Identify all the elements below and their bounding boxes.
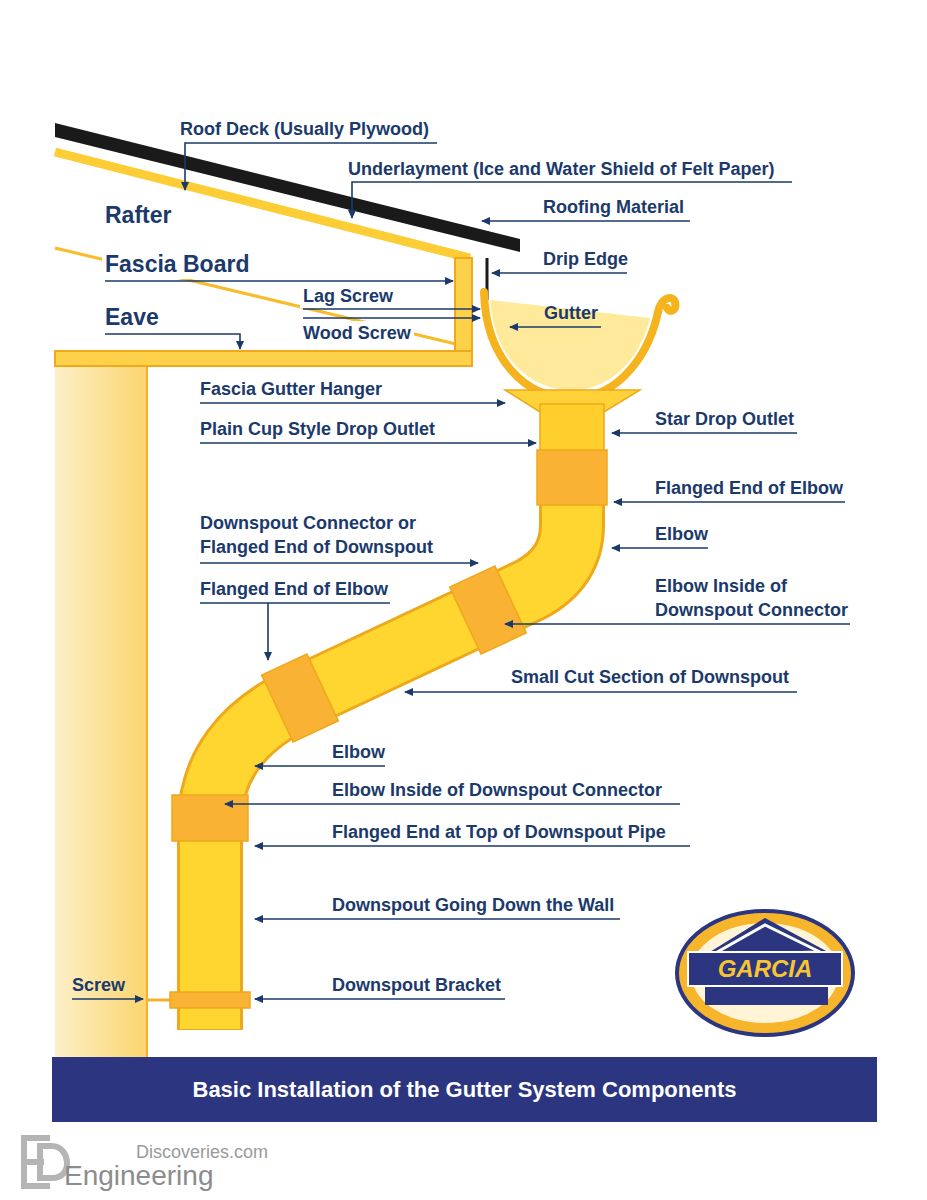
outlet-label: Star Drop Outlet <box>655 408 794 430</box>
watermark-text: Engineering <box>64 1160 213 1192</box>
screw-label: Screw <box>72 974 125 996</box>
outlet-label: Plain Cup Style Drop Outlet <box>200 418 435 440</box>
lag-screw-label: Lag Screw <box>300 284 396 308</box>
roof-deck-label: Roof Deck (Usually Plywood) <box>180 118 429 140</box>
leader-lines <box>72 143 850 999</box>
elbow-label: Elbow <box>332 741 385 763</box>
elbow-label: Elbow <box>655 523 708 545</box>
house-wall <box>55 365 147 1057</box>
eave <box>55 351 472 366</box>
fascia-board <box>455 258 472 366</box>
watermark-icon <box>24 1138 67 1186</box>
wall-edge <box>146 365 148 1057</box>
connector-label: Downspout Connector or Flanged End of Do… <box>200 511 455 559</box>
gutter <box>484 292 675 398</box>
connector-label: Elbow Inside of Downspout Connector <box>655 574 877 622</box>
bracket-screw <box>147 999 170 1002</box>
title-band <box>52 1057 877 1122</box>
elbow-flange <box>537 450 607 505</box>
downspout-bracket <box>170 992 250 1008</box>
logo-text: GARCIA <box>690 955 840 983</box>
underlayment-label: Underlayment (Ice and Water Shield of Fe… <box>348 158 774 180</box>
rafter-label: Rafter <box>105 202 171 229</box>
downspout-label: Small Cut Section of Downspout <box>511 666 789 688</box>
drip-edge-label: Drip Edge <box>543 248 628 270</box>
downspout-flange <box>172 795 248 841</box>
wood-screw-label: Wood Screw <box>300 321 414 345</box>
hanger-label: Fascia Gutter Hanger <box>200 378 382 400</box>
downspout-connector <box>450 566 527 654</box>
watermark-text: Discoveries.com <box>136 1141 268 1163</box>
roofing-material <box>55 123 520 252</box>
gutter-fill <box>490 300 650 390</box>
star-drop-outlet <box>540 404 604 452</box>
elbow-flange <box>262 654 339 742</box>
roofing-label: Roofing Material <box>543 196 684 218</box>
elbow-flange-label: Flanged End of Elbow <box>200 578 388 600</box>
logo-band <box>688 952 842 986</box>
flange-label: Flanged End at Top of Downspout Pipe <box>332 821 666 843</box>
logo-roof <box>712 925 820 955</box>
downspout-label: Downspout Going Down the Wall <box>332 894 614 916</box>
eave-label: Eave <box>105 304 159 331</box>
rafter <box>55 248 460 345</box>
logo-badge <box>677 911 853 1035</box>
fascia-label: Fascia Board <box>102 250 252 279</box>
diagram-title: Basic Installation of the Gutter System … <box>52 1057 877 1122</box>
gutter-label: Gutter <box>544 302 598 324</box>
elbow-flange-label: Flanged End of Elbow <box>655 477 843 499</box>
connector-label: Elbow Inside of Downspout Connector <box>332 779 662 801</box>
bracket-label: Downspout Bracket <box>332 974 501 996</box>
